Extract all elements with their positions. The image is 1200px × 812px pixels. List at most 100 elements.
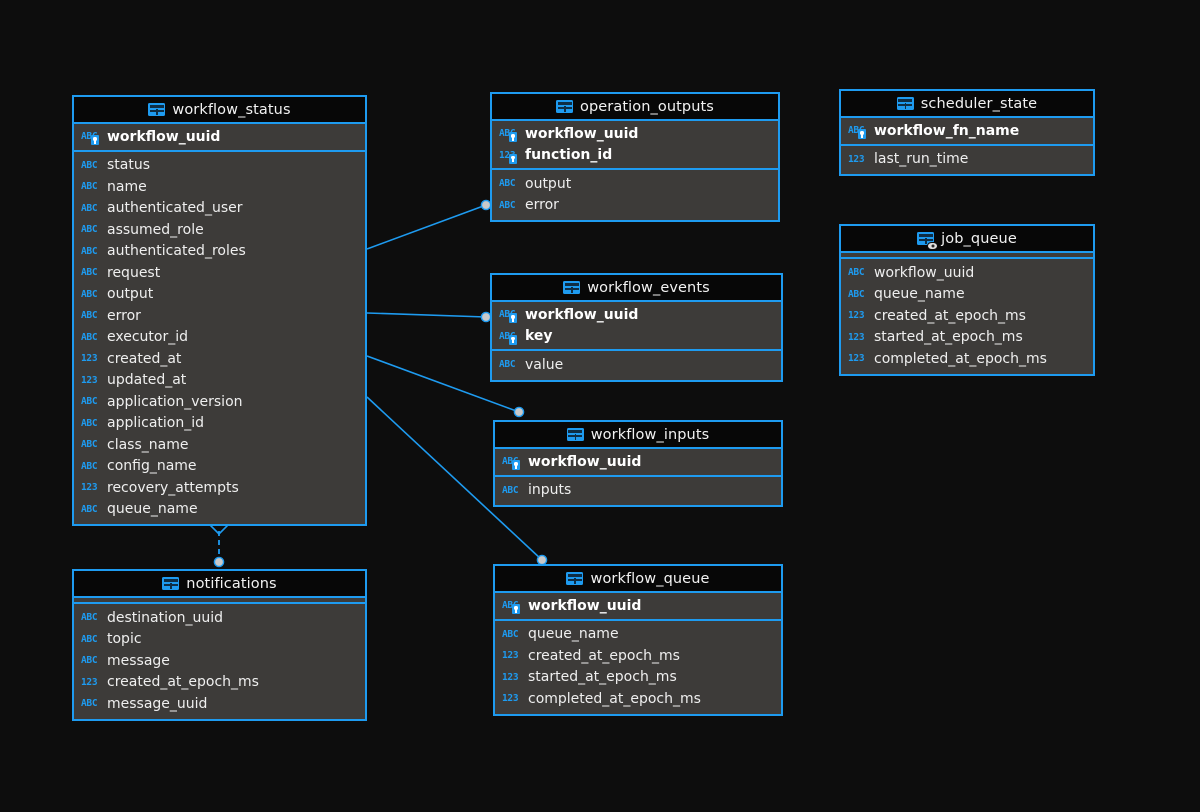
table-icon [162, 577, 180, 590]
abc-icon: ABC [502, 599, 521, 615]
abc-icon: ABC [502, 628, 519, 640]
column-label: key [525, 328, 553, 345]
primary-key-section [841, 253, 1093, 259]
column-label: workflow_uuid [528, 453, 642, 470]
entity-header[interactable]: workflow_events [492, 275, 781, 302]
column-label: queue_name [528, 626, 619, 643]
abc-icon: ABC [848, 124, 867, 140]
column-label: config_name [107, 458, 197, 475]
column-label: queue_name [107, 501, 198, 518]
column-label: workflow_uuid [525, 125, 639, 142]
123-icon: 123 [502, 671, 519, 683]
column-label: created_at_epoch_ms [528, 647, 680, 664]
column-label: error [525, 197, 559, 214]
abc-icon: ABC [81, 202, 98, 214]
abc-icon: ABC [81, 655, 98, 667]
entity-title: workflow_status [172, 101, 291, 118]
abc-icon: ABC [81, 159, 98, 171]
primary-key-column[interactable]: ABC workflow_fn_name [841, 120, 1093, 142]
abc-icon: ABC [81, 396, 98, 408]
column-label: name [107, 178, 147, 195]
column-label: class_name [107, 436, 189, 453]
entity-header[interactable]: workflow_inputs [495, 422, 781, 449]
entity-title: scheduler_state [920, 95, 1038, 112]
table-column[interactable]: 123 started_at_epoch_ms [495, 667, 781, 689]
column-label: authenticated_roles [107, 243, 246, 260]
column-label: started_at_epoch_ms [528, 669, 677, 686]
relationship-workflow_status-operation_outputs [366, 199, 492, 250]
entity-header[interactable]: job_queue [841, 226, 1093, 253]
primary-key-icon [512, 604, 520, 615]
entity-header[interactable]: notifications [74, 571, 365, 598]
entity-header[interactable]: workflow_status [74, 97, 365, 124]
column-label: workflow_uuid [874, 264, 975, 281]
table-column[interactable]: ABC queue_name [495, 624, 781, 646]
column-label: application_id [107, 415, 205, 432]
entity-header[interactable]: workflow_queue [495, 566, 781, 593]
123-icon: 123 [848, 331, 865, 343]
column-label: workflow_fn_name [874, 122, 1020, 139]
entity-header[interactable]: operation_outputs [492, 94, 778, 121]
123-icon: 123 [848, 310, 865, 322]
column-label: value [525, 356, 564, 373]
primary-key-icon [509, 153, 517, 164]
entity-title: workflow_queue [590, 570, 710, 587]
entity-header[interactable]: scheduler_state [841, 91, 1093, 118]
